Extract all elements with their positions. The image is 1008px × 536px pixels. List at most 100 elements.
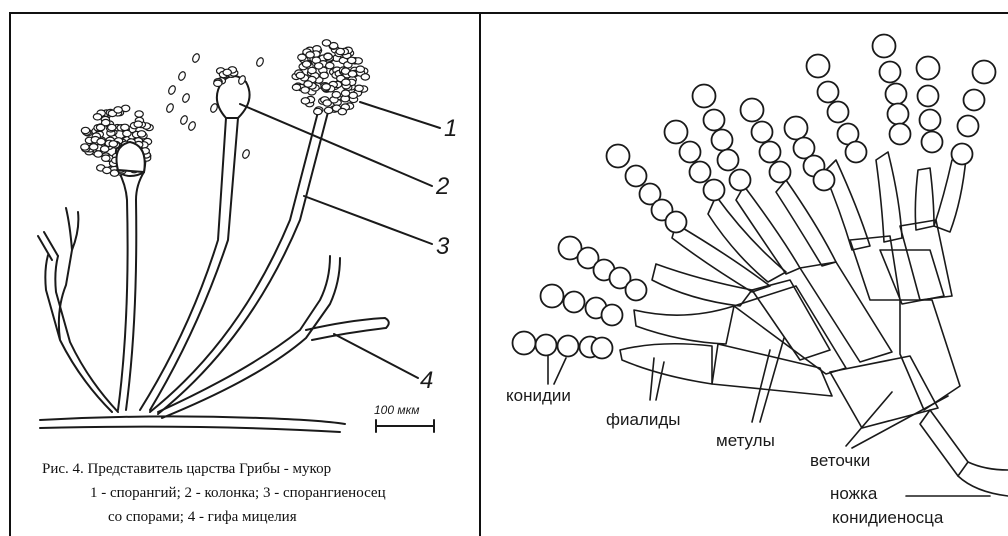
spore bbox=[324, 53, 332, 59]
label-conidia: конидии bbox=[506, 386, 571, 405]
label-stalk-line-2: конидиеносца bbox=[832, 508, 944, 527]
stalk-cell bbox=[920, 410, 968, 476]
leader-metulae bbox=[752, 338, 784, 422]
conidium bbox=[846, 142, 867, 163]
spore bbox=[296, 72, 304, 78]
spore bbox=[214, 80, 222, 86]
spore bbox=[355, 85, 363, 91]
conidium bbox=[690, 162, 711, 183]
substrate-line-2 bbox=[40, 427, 340, 432]
conidium bbox=[752, 122, 773, 143]
spore bbox=[301, 98, 309, 104]
label-stalk-line-1: ножка bbox=[830, 484, 878, 503]
phialide-2 bbox=[634, 306, 734, 344]
conidium bbox=[741, 99, 764, 122]
conidium bbox=[602, 305, 623, 326]
spore bbox=[326, 62, 334, 68]
label-phialides: фиалиды bbox=[606, 410, 681, 429]
left-hypha-inner bbox=[55, 256, 118, 412]
leader-4 bbox=[334, 334, 418, 378]
conidium bbox=[964, 90, 985, 111]
spore bbox=[298, 54, 306, 60]
left-hypha bbox=[45, 208, 112, 412]
metula-5 bbox=[850, 236, 900, 300]
spore bbox=[292, 84, 300, 90]
spore bbox=[93, 114, 101, 120]
spore bbox=[348, 57, 356, 63]
conidium bbox=[536, 335, 557, 356]
conidium bbox=[558, 336, 579, 357]
conidium bbox=[704, 110, 725, 131]
free-spore bbox=[165, 103, 174, 114]
sporangiophore-right bbox=[150, 112, 328, 414]
conidium bbox=[760, 142, 781, 163]
conidium bbox=[917, 57, 940, 80]
conidium bbox=[680, 142, 701, 163]
spore bbox=[81, 127, 89, 133]
caption-line-2: 1 - спорангий; 2 - колонка; 3 - споранги… bbox=[90, 485, 386, 501]
conidium bbox=[807, 55, 830, 78]
spore bbox=[97, 138, 105, 144]
sporangiophore-mid bbox=[140, 118, 238, 410]
spore bbox=[338, 108, 346, 114]
sporangium-spores bbox=[81, 40, 370, 177]
label-branches: веточки bbox=[810, 451, 870, 470]
conidium bbox=[814, 170, 835, 191]
spore bbox=[135, 111, 143, 117]
conidium bbox=[712, 130, 733, 151]
spore bbox=[121, 124, 129, 130]
free-spore bbox=[191, 53, 200, 64]
scale-bar bbox=[376, 420, 434, 432]
conidia-chains bbox=[513, 35, 996, 359]
spore bbox=[94, 151, 102, 157]
spore bbox=[324, 107, 332, 113]
conidium bbox=[920, 110, 941, 131]
conidium bbox=[922, 132, 943, 153]
spore bbox=[315, 63, 323, 69]
phialide-4 bbox=[672, 224, 770, 292]
spore bbox=[101, 146, 109, 152]
spore bbox=[322, 40, 330, 46]
spore bbox=[341, 90, 349, 96]
metula-6 bbox=[900, 220, 952, 300]
spore bbox=[108, 124, 116, 130]
spore bbox=[320, 72, 328, 78]
spore bbox=[314, 108, 322, 114]
spore bbox=[96, 124, 104, 130]
spore bbox=[323, 100, 331, 106]
spore bbox=[134, 121, 142, 127]
spore bbox=[90, 144, 98, 150]
free-spore bbox=[179, 115, 188, 126]
conidium bbox=[886, 84, 907, 105]
conidium bbox=[785, 117, 808, 140]
conidium bbox=[973, 61, 996, 84]
phialide-9 bbox=[876, 152, 902, 242]
spore bbox=[137, 131, 145, 137]
spore bbox=[81, 144, 89, 150]
conidium bbox=[626, 166, 647, 187]
sporangiophore-left bbox=[118, 170, 144, 410]
free-spores bbox=[165, 53, 264, 160]
caption-line-1: Рис. 4. Представитель царства Грибы - му… bbox=[42, 461, 331, 477]
conidium bbox=[607, 145, 630, 168]
conidium bbox=[828, 102, 849, 123]
caption-line-3: со спорами; 4 - гифа мицелия bbox=[108, 509, 297, 525]
spore bbox=[322, 84, 330, 90]
conidium bbox=[770, 162, 791, 183]
conidium bbox=[952, 144, 973, 165]
conidium bbox=[592, 338, 613, 359]
leader-branches bbox=[846, 392, 948, 448]
spore bbox=[342, 79, 350, 85]
phialide-3 bbox=[652, 264, 752, 306]
label-number-4: 4 bbox=[420, 367, 433, 394]
phialide-11 bbox=[934, 158, 966, 232]
leader-conidia bbox=[548, 356, 566, 384]
conidiophore-stalk bbox=[958, 462, 1008, 496]
free-spore bbox=[167, 85, 176, 96]
phialide-1 bbox=[620, 344, 712, 384]
label-number-2: 2 bbox=[435, 173, 449, 200]
conidium bbox=[665, 121, 688, 144]
spore bbox=[336, 48, 344, 54]
